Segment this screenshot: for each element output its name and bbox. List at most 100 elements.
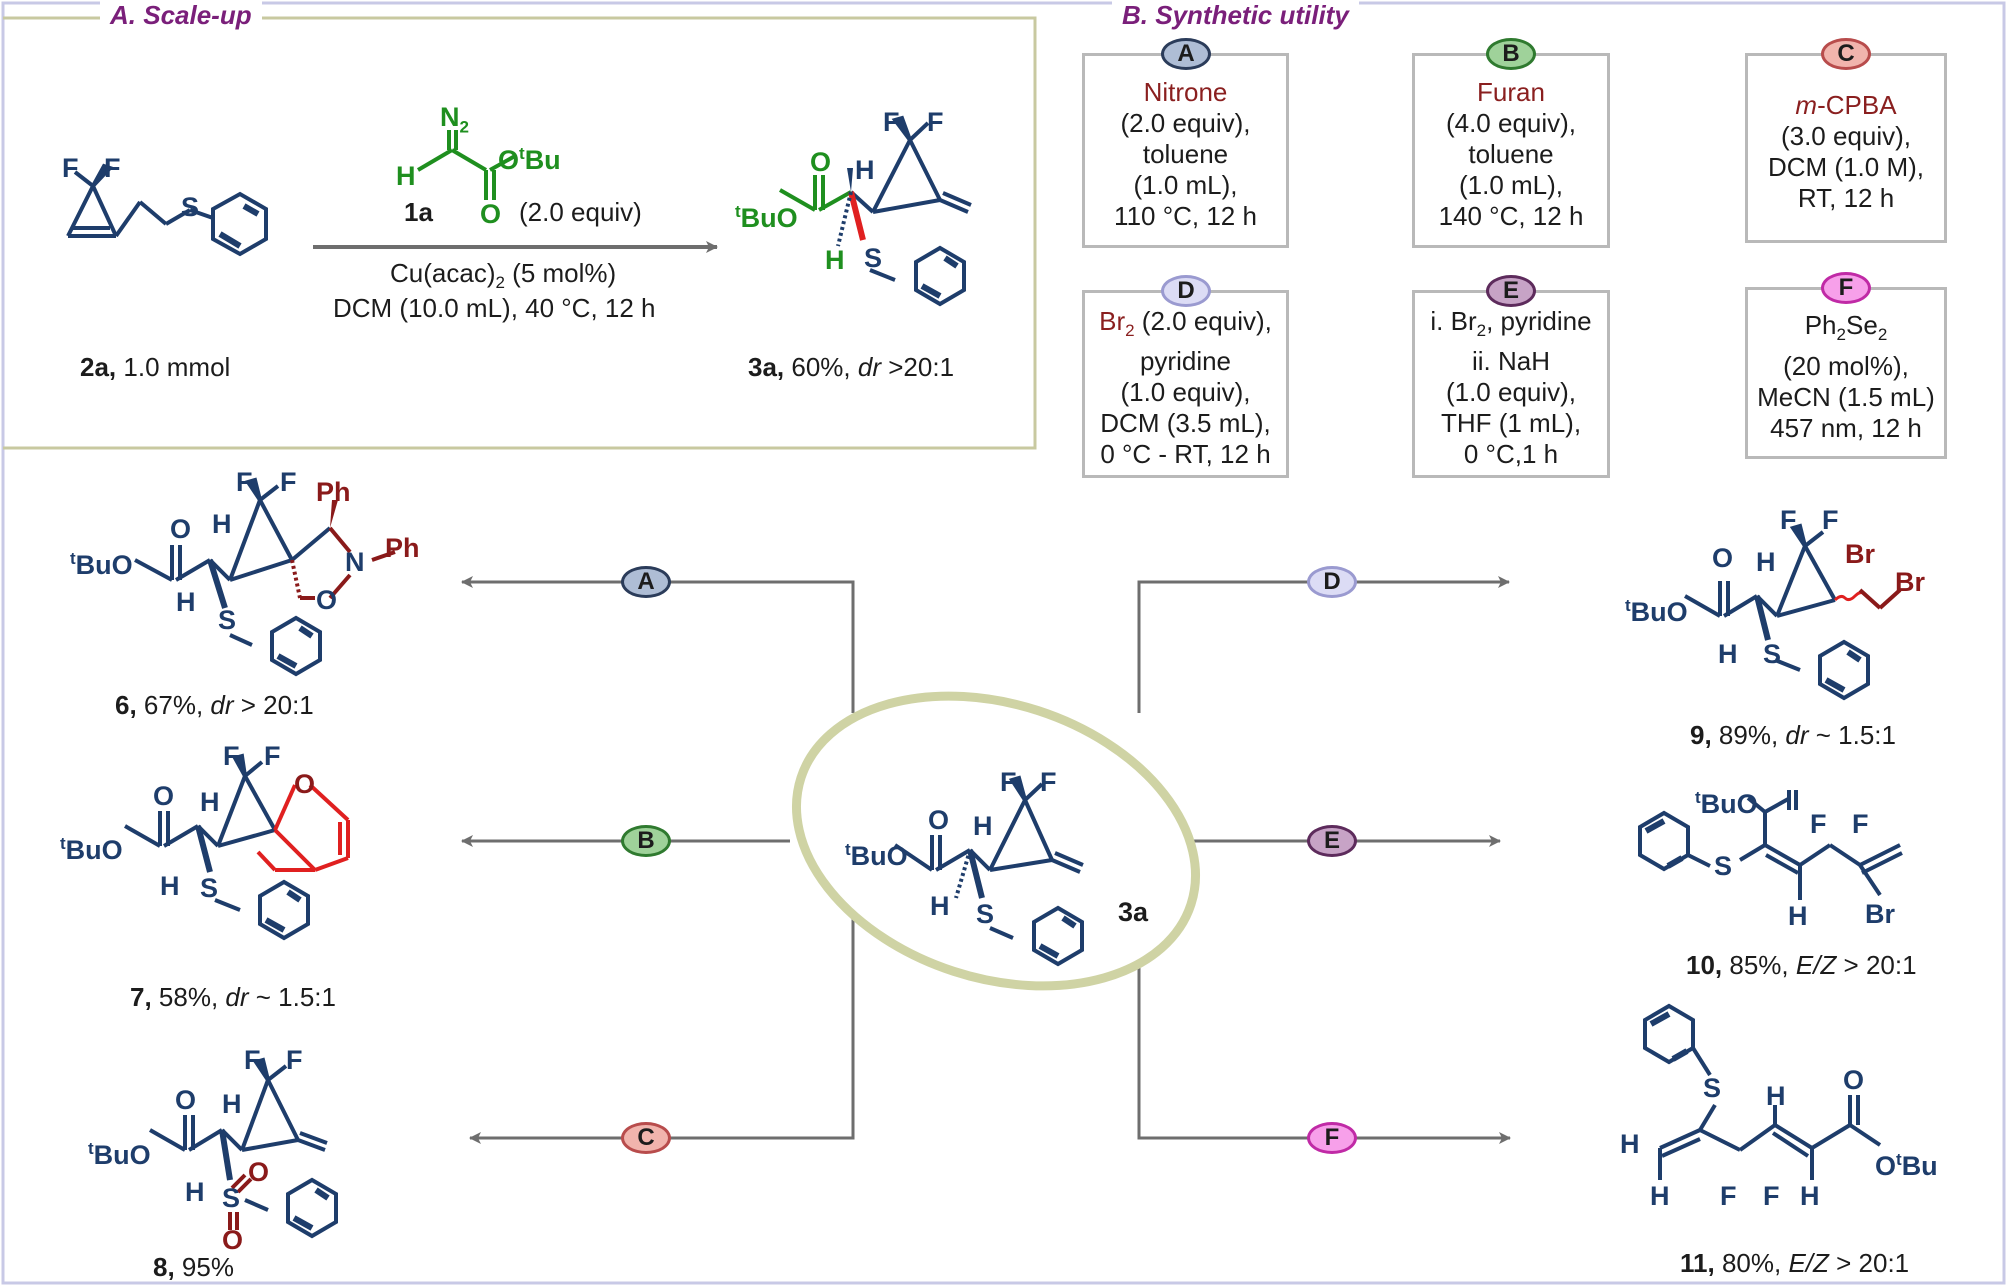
scale-up-solvent-temp: DCM (10.0 mL), 40 °C, 12 h [333, 293, 656, 323]
atom-o-center: O [928, 805, 950, 835]
atom-h-10: H [1788, 901, 1808, 931]
section-title-scale-up: A. Scale-up [100, 0, 262, 30]
atom-f-6-1: F [236, 467, 253, 497]
scale-up-panel-border [3, 16, 1037, 450]
atom-obu-7: tBuO [60, 834, 123, 865]
atom-h-11-bottom-left: H [1650, 1181, 1670, 1211]
atom-s-2a: S [181, 192, 200, 222]
atom-br-9-1: Br [1845, 539, 1876, 569]
pill-arrow-c: C [621, 1122, 671, 1154]
atom-f-11-2: F [1763, 1181, 1780, 1211]
atom-s-10: S [1714, 851, 1733, 881]
atom-h-11-left: H [1620, 1129, 1640, 1159]
atom-h-8-bottom: H [185, 1177, 205, 1207]
atom-h-1a: H [396, 161, 416, 191]
atom-obu-3a: tBuO [735, 202, 798, 233]
atom-o-9: O [1712, 543, 1734, 573]
reagent-1a-label: 1a [404, 197, 433, 227]
atom-obu-center: tBuO [845, 840, 908, 871]
atom-s-11: S [1703, 1073, 1722, 1103]
compound-9-structure [1684, 523, 1902, 701]
atom-br-9-2: Br [1895, 567, 1926, 597]
atom-o-6: O [170, 514, 192, 544]
atom-otbu-11: OtBu [1875, 1150, 1938, 1181]
atom-h-center-top: H [973, 811, 993, 841]
compound-3a-structure-scale-up [779, 115, 972, 307]
atom-h-11-top: H [1766, 1081, 1786, 1111]
atom-f-8-2: F [286, 1045, 303, 1075]
compound-7-structure [124, 753, 350, 941]
pill-arrow-b: B [621, 825, 671, 857]
pill-arrow-e: E [1307, 825, 1357, 857]
atom-s-8: S [222, 1183, 241, 1213]
atom-f-8-1: F [244, 1045, 261, 1075]
atom-obu-6: tBuO [70, 549, 133, 580]
product-10-caption: 10, 85%, E/Z > 20:1 [1686, 950, 1917, 980]
pill-box-b: B [1486, 38, 1536, 70]
atom-h-6-bottom: H [176, 587, 196, 617]
atom-s-6: S [218, 605, 237, 635]
atom-o-3a: O [810, 147, 832, 177]
condition-box-d: Br2 (2.0 equiv), pyridine(1.0 equiv), DC… [1082, 290, 1289, 478]
product-7-caption: 7, 58%, dr ~ 1.5:1 [130, 982, 336, 1012]
atom-f-2a-1: F [62, 153, 79, 183]
atom-f-9-2: F [1822, 505, 1839, 535]
atom-f-3a-1: F [883, 107, 900, 137]
section-title-synthetic-utility: B. Synthetic utility [1112, 0, 1359, 30]
atom-h-9-top: H [1756, 547, 1776, 577]
pill-arrow-d: D [1307, 566, 1357, 598]
atom-h-9-bottom: H [1718, 639, 1738, 669]
atom-f-center-1: F [1000, 767, 1017, 797]
atom-f-center-2: F [1040, 767, 1057, 797]
condition-box-f: Ph2Se2 (20 mol%),MeCN (1.5 mL) 457 nm, 1… [1745, 287, 1947, 459]
pill-box-e: E [1486, 275, 1536, 307]
atom-f-3a-2: F [927, 107, 944, 137]
compound-8-structure [149, 1057, 338, 1239]
atom-ph-6-right: Ph [385, 533, 420, 563]
atom-o-8: O [175, 1085, 197, 1115]
atom-s-center: S [976, 899, 995, 929]
atom-n-6: N [345, 547, 365, 577]
atom-h-3a-bottom: H [825, 245, 845, 275]
compound-6-structure [134, 477, 396, 677]
center-3a-label: 3a [1118, 897, 1149, 927]
reagent-1a-structure [416, 130, 516, 200]
condition-box-a: Nitrone (2.0 equiv),toluene (1.0 mL),110… [1082, 53, 1289, 248]
scale-up-catalyst: Cu(acac)2 (5 mol%) [390, 258, 617, 293]
atom-o-8-sulfone-1: O [248, 1157, 270, 1187]
product-11-caption: 11, 80%, E/Z > 20:1 [1680, 1248, 1910, 1278]
atom-f-2a-2: F [104, 153, 121, 183]
atom-o-6-ring: O [316, 585, 338, 615]
start-2a-caption: 2a, 1.0 mmol [80, 352, 231, 382]
pill-box-c: C [1821, 38, 1871, 70]
pill-box-d: D [1161, 275, 1211, 307]
product-8-caption: 8, 95% [153, 1252, 234, 1282]
atom-otbu-1a: OtBu [498, 144, 561, 175]
reagent-1a-equiv: (2.0 equiv) [519, 197, 642, 227]
pill-box-f: F [1821, 272, 1871, 304]
atom-h-3a-top: H [855, 155, 875, 185]
atom-h-11-bottom-right: H [1800, 1181, 1820, 1211]
atom-f-10-1: F [1810, 809, 1827, 839]
atom-s-3a: S [864, 243, 883, 273]
atom-h-center-bottom: H [930, 891, 950, 921]
atom-o-11: O [1843, 1065, 1865, 1095]
pill-arrow-a: A [621, 566, 671, 598]
atom-o-7: O [153, 781, 175, 811]
atom-f-6-2: F [280, 467, 297, 497]
condition-box-b: Furan (4.0 equiv),toluene (1.0 mL),140 °… [1412, 53, 1610, 248]
atom-s-9: S [1763, 639, 1782, 669]
atom-f-9-1: F [1780, 505, 1797, 535]
atom-ph-6-top: Ph [316, 477, 351, 507]
atom-o-1a-carbonyl: O [480, 199, 502, 229]
atom-f-7-2: F [264, 741, 281, 771]
atom-h-6-top: H [212, 509, 232, 539]
product-3a-caption: 3a, 60%, dr >20:1 [748, 352, 955, 382]
atom-h-7-top: H [200, 787, 220, 817]
pill-box-a: A [1161, 38, 1211, 70]
atom-h-8-top: H [222, 1089, 242, 1119]
atom-br-10: Br [1865, 899, 1896, 929]
atom-f-7-1: F [223, 741, 240, 771]
atom-n2-1a: N2 [440, 102, 469, 137]
